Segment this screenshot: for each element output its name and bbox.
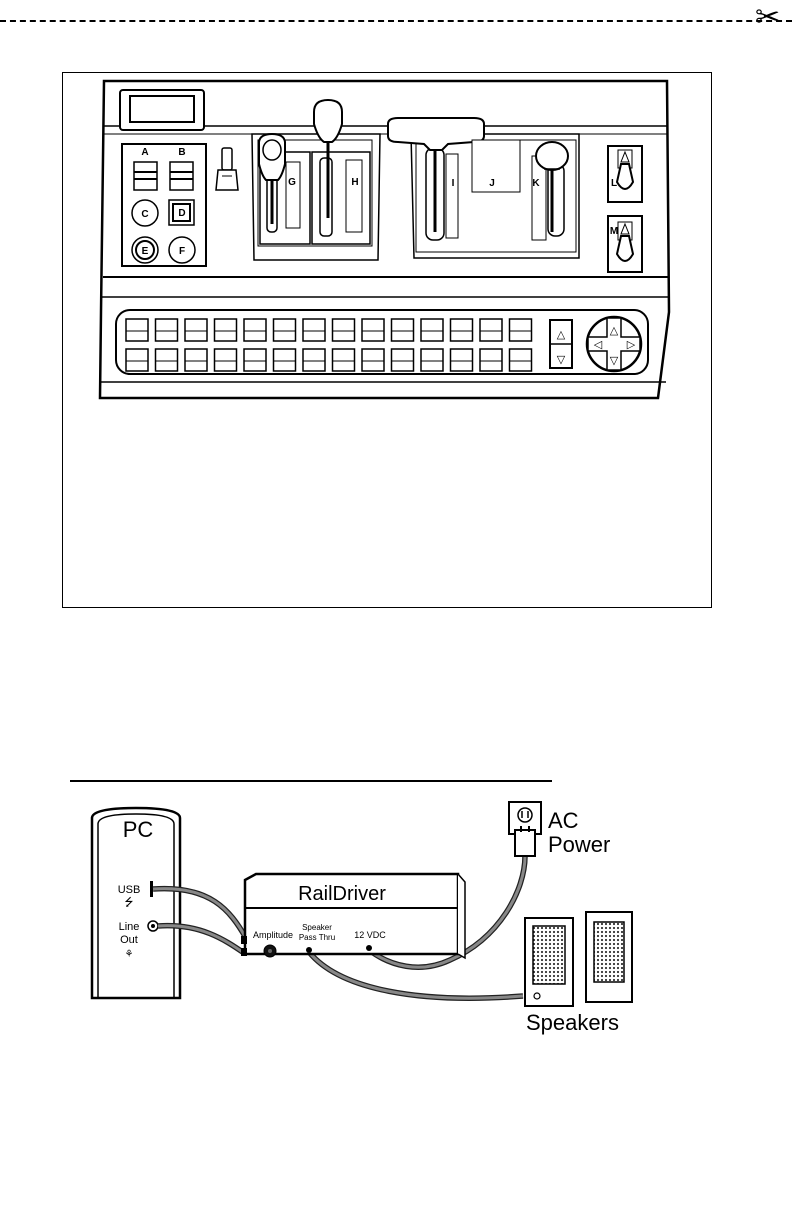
wiring-diagram: PC USB ⭍ Line Out ⚘ RailDriver Amplitude… <box>80 790 680 1040</box>
usb-connector <box>241 936 247 944</box>
usb-port[interactable] <box>150 881 153 897</box>
function-key[interactable] <box>126 319 148 341</box>
ac-label: AC <box>548 808 579 833</box>
label-f: F <box>179 246 185 257</box>
lever-j-plate <box>472 140 520 192</box>
label-i: I <box>452 178 455 189</box>
label-c: C <box>141 209 148 220</box>
label-d: D <box>178 208 185 219</box>
dpad-left-icon[interactable]: ◁ <box>594 339 603 351</box>
button-c[interactable]: C <box>132 200 158 226</box>
function-key[interactable] <box>215 349 237 371</box>
section-divider <box>70 780 552 782</box>
dpad-right-icon[interactable]: ▷ <box>627 339 636 351</box>
line-out-label-2: Out <box>120 934 138 946</box>
pc-label: PC <box>123 817 154 842</box>
function-key[interactable] <box>303 349 325 371</box>
label-m: M <box>610 226 618 237</box>
button-f[interactable]: F <box>169 237 195 263</box>
function-key[interactable] <box>480 349 502 371</box>
label-g: G <box>288 177 296 188</box>
label-l: L <box>611 178 617 189</box>
label-e: E <box>142 246 149 257</box>
function-key[interactable] <box>451 349 473 371</box>
console-illustration: A B C D E F G <box>62 72 712 608</box>
rotary-switch-l[interactable] <box>608 146 642 202</box>
function-key[interactable] <box>156 319 178 341</box>
power-plug <box>515 826 535 856</box>
arrow-down-icon[interactable]: ▽ <box>557 354 566 366</box>
function-key[interactable] <box>126 349 148 371</box>
lever-k[interactable] <box>532 142 568 240</box>
rocker-switch-b[interactable] <box>170 162 193 190</box>
label-h: H <box>351 177 358 188</box>
label-b: B <box>178 147 185 158</box>
function-key[interactable] <box>451 319 473 341</box>
function-key[interactable] <box>421 319 443 341</box>
line-out-jack[interactable] <box>148 921 158 931</box>
direction-pad: △ ▽ ◁ ▷ <box>587 317 641 371</box>
amplitude-knob[interactable] <box>264 945 276 957</box>
label-j: J <box>489 178 495 189</box>
arrow-up-icon[interactable]: △ <box>557 329 566 341</box>
power-input-jack[interactable] <box>366 945 372 951</box>
function-key[interactable] <box>244 319 266 341</box>
speakers-label: Speakers <box>526 1010 619 1035</box>
dpad-up-icon[interactable]: △ <box>610 325 619 337</box>
label-a: A <box>141 147 148 158</box>
function-key[interactable] <box>215 319 237 341</box>
function-key[interactable] <box>333 349 355 371</box>
rotary-switch-m[interactable] <box>608 216 642 272</box>
function-key[interactable] <box>421 349 443 371</box>
function-key[interactable] <box>362 349 384 371</box>
function-key[interactable] <box>510 319 532 341</box>
scissors-icon: ✂ <box>755 1 780 35</box>
function-key[interactable] <box>185 349 207 371</box>
function-key[interactable] <box>333 319 355 341</box>
label-k: K <box>532 178 540 189</box>
function-key[interactable] <box>392 319 414 341</box>
dpad-down-icon[interactable]: ▽ <box>610 355 619 367</box>
speaker-pass-thru-jack[interactable] <box>306 947 312 953</box>
function-key[interactable] <box>362 319 384 341</box>
function-key[interactable] <box>185 319 207 341</box>
speaker-pass-thru-label-1: Speaker <box>302 923 332 932</box>
function-key[interactable] <box>510 349 532 371</box>
button-e[interactable]: E <box>132 237 158 263</box>
function-key[interactable] <box>392 349 414 371</box>
line-out-label-1: Line <box>119 921 140 933</box>
amplitude-label: Amplitude <box>253 930 293 940</box>
raildriver-label: RailDriver <box>298 883 386 905</box>
power-input-label: 12 VDC <box>354 930 386 940</box>
function-key[interactable] <box>274 349 296 371</box>
audio-out-icon: ⚘ <box>125 949 134 960</box>
speaker-pass-thru-label-2: Pass Thru <box>299 933 335 942</box>
function-key[interactable] <box>156 349 178 371</box>
function-key[interactable] <box>244 349 266 371</box>
function-key[interactable] <box>274 319 296 341</box>
rocker-switch-a[interactable] <box>134 162 157 190</box>
power-label: Power <box>548 832 610 857</box>
display-window <box>120 90 204 130</box>
button-d[interactable]: D <box>169 200 194 225</box>
audio-in-connector <box>241 948 247 956</box>
function-key[interactable] <box>303 319 325 341</box>
cut-line <box>0 20 792 22</box>
function-key[interactable] <box>480 319 502 341</box>
usb-icon: ⭍ <box>124 896 133 909</box>
up-down-buttons: △ ▽ <box>550 320 572 368</box>
speaker-right <box>586 912 632 1002</box>
speaker-left <box>525 918 573 1006</box>
usb-label: USB <box>118 884 141 896</box>
